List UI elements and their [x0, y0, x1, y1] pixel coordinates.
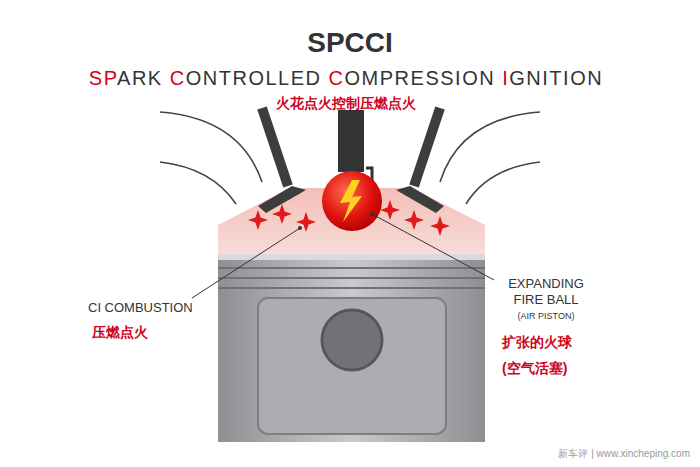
illustration-part	[258, 298, 446, 434]
illustration-part	[404, 210, 424, 230]
illustration-part	[160, 162, 236, 204]
part-label: EXPANDING FIRE BALL	[496, 276, 596, 307]
illustration-part	[440, 112, 540, 182]
illustration-part	[218, 277, 485, 279]
illustration-part	[396, 186, 444, 213]
illustration-part	[192, 228, 300, 298]
part-label: CI COMBUSTION	[88, 300, 193, 316]
subtitle: SPARK CONTROLLED COMPRESSION IGNITION	[0, 66, 696, 90]
illustration-part	[430, 216, 450, 236]
title: SPCCI	[0, 26, 700, 60]
illustration-part	[272, 204, 292, 224]
illustration-part	[380, 200, 400, 220]
illustration-part	[218, 254, 485, 442]
watermark: 新车评 | www.xincheping.com	[558, 448, 690, 460]
illustration-part	[160, 112, 262, 182]
part-note-chinese: (空气活塞)	[502, 360, 567, 377]
illustration-part	[370, 212, 374, 216]
illustration-part	[296, 212, 316, 232]
illustration-part	[248, 210, 268, 230]
illustration-part	[340, 180, 362, 222]
part-label-chinese: 压燃点火	[92, 324, 148, 341]
illustration-part	[338, 110, 364, 172]
part-note: (AIR PISTON)	[496, 311, 596, 322]
illustration-part	[322, 310, 382, 370]
part-label-chinese: 扩张的火球	[502, 334, 572, 351]
illustration-part	[414, 108, 440, 186]
illustration-part	[298, 226, 302, 230]
illustration-part	[466, 162, 540, 204]
illustration-part	[322, 171, 382, 231]
illustration-part	[372, 214, 494, 280]
illustration-part	[218, 287, 485, 289]
illustration-part	[218, 267, 485, 269]
subtitle-chinese: 火花点火控制压燃点火	[0, 95, 696, 112]
illustration-part	[262, 108, 288, 186]
